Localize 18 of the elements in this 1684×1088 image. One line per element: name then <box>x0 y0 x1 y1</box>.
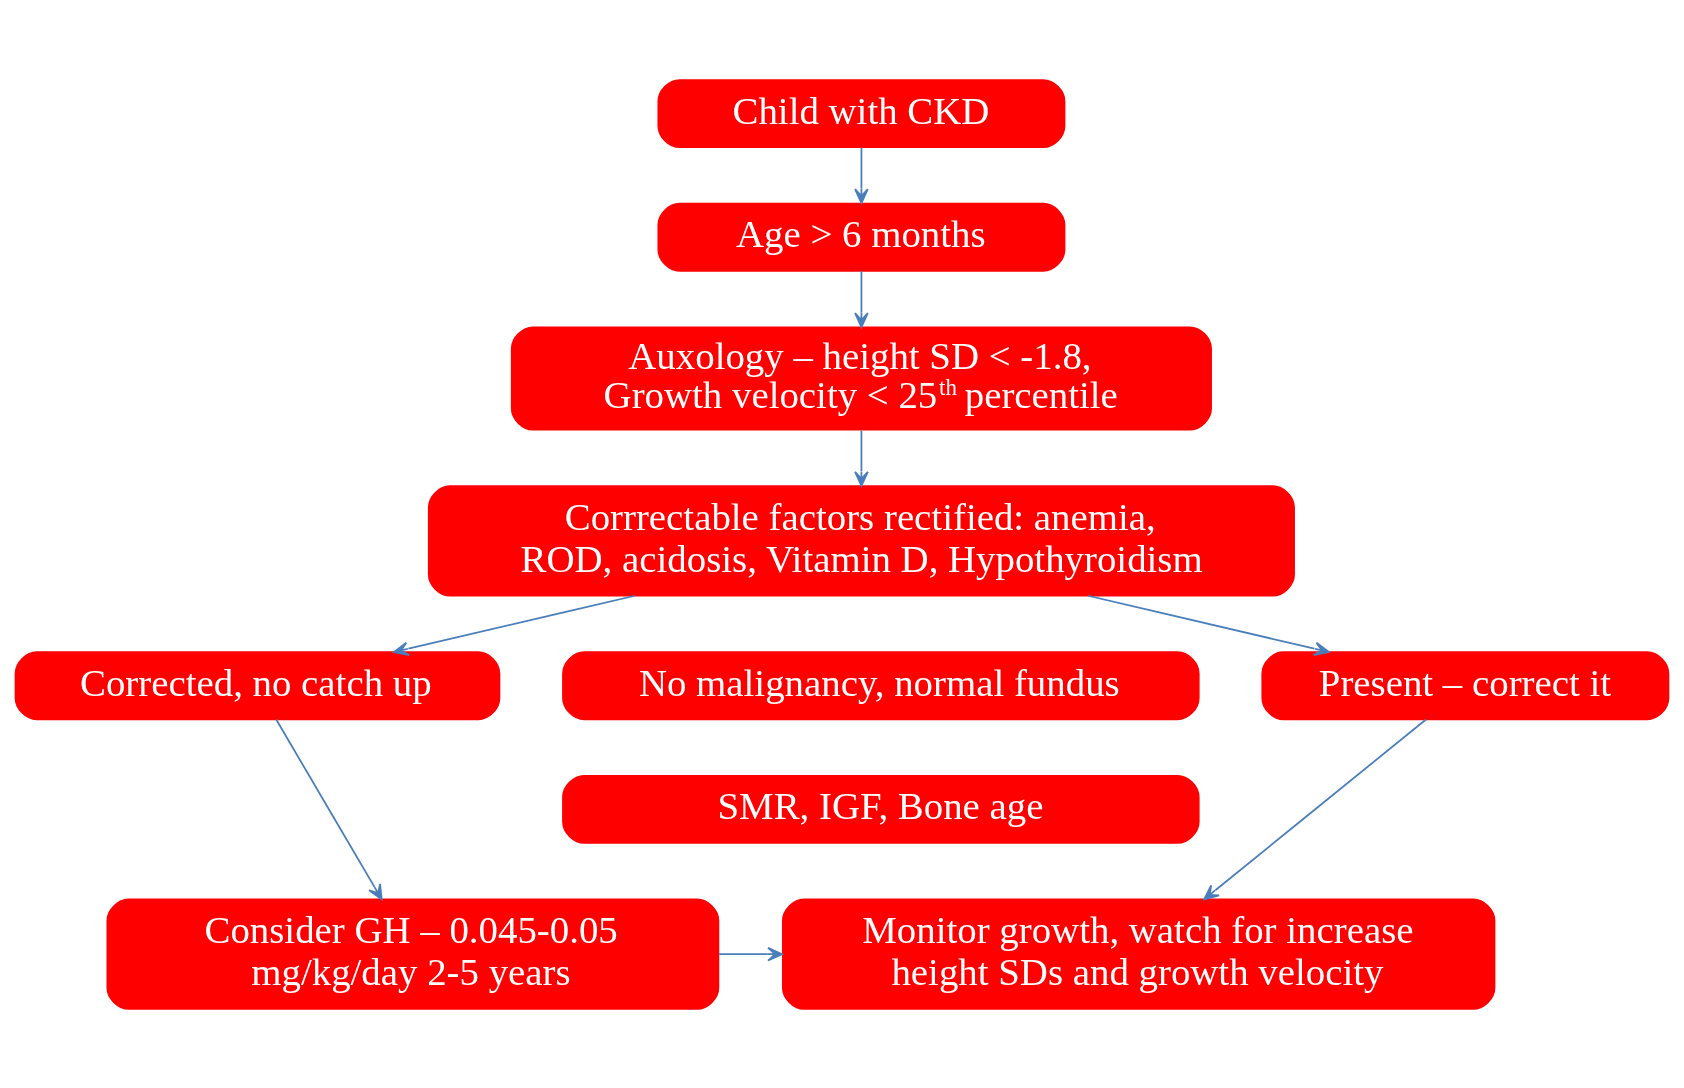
node-box: No malignancy, normal fundus <box>562 650 1200 720</box>
node-box: Corrrectable factors rectified: anemia, ROD, acidosis, Vitamin D, Hypothyroidism <box>427 484 1295 597</box>
node-box: Child with CKD <box>657 78 1066 148</box>
node-box: Consider GH – 0.045-0.05 mg/kg/day 2-5 years <box>106 898 720 1010</box>
node-box: SMR, IGF, Bone age <box>562 774 1200 844</box>
arrow <box>1203 718 1427 900</box>
arrow <box>718 946 784 961</box>
arrow <box>275 718 383 900</box>
arrow <box>854 269 869 328</box>
node-box: Age > 6 months <box>657 202 1066 272</box>
node-box: Corrected, no catch up <box>14 650 501 720</box>
node-box: Auxology – height SD < -1.8, Growth velocity < 25$^{th}$ percentile <box>510 325 1212 431</box>
arrow <box>1087 594 1330 656</box>
arrow <box>854 146 869 204</box>
arrow <box>393 594 636 656</box>
arrow <box>854 429 869 487</box>
node-box: Present – correct it <box>1261 650 1670 720</box>
node-box: Monitor growth, watch for increase height SDs and growth velocity <box>781 898 1496 1010</box>
